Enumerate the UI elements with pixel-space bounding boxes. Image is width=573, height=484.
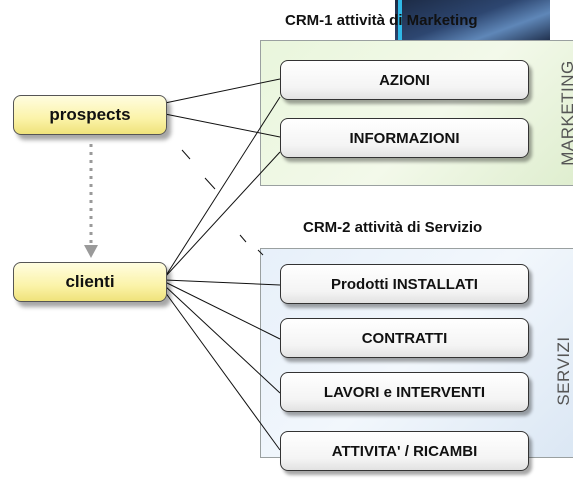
line-clienti-azioni [164,96,281,278]
prospects-box: prospects [13,95,167,135]
clienti-box: clienti [13,262,167,302]
servizi-heading: CRM-2 attività di Servizio [303,219,483,236]
line-prospects-informazioni [164,113,281,138]
corner-graphic-stripe [398,0,402,42]
servizi-item-lavori: LAVORI e INTERVENTI [280,372,529,412]
servizi-item-prodotti: Prodotti INSTALLATI [280,264,529,304]
marketing-item-azioni: AZIONI [280,60,529,100]
marketing-heading: CRM-1 attività di Marketing [285,12,478,29]
dashed-divider [181,149,264,256]
line-clienti-lavori [164,285,281,394]
servizi-item-contratti: CONTRATTI [280,318,529,358]
line-clienti-attivita [164,291,281,451]
line-clienti-contratti [164,281,281,340]
servizi-item-attivita: ATTIVITA' / RICAMBI [280,431,529,471]
corner-graphic [395,0,550,42]
dotted-arrow-head [84,245,98,258]
line-clienti-informazioni [164,151,281,278]
line-clienti-prodotti [164,279,281,286]
line-prospects-azioni [164,78,281,104]
marketing-item-informazioni: INFORMAZIONI [280,118,529,158]
